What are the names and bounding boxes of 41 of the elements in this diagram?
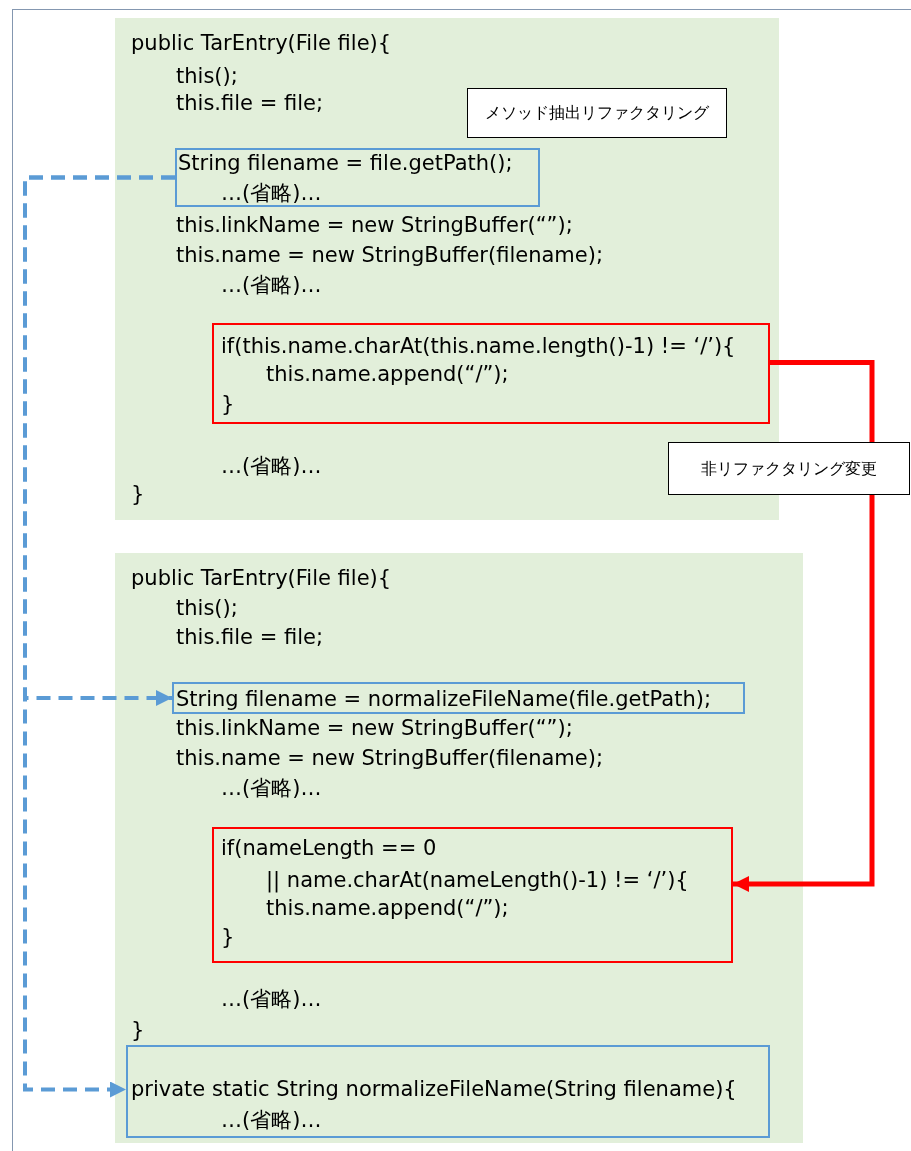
annotation-box [668,442,910,495]
code-line: this.file = file; [176,625,323,649]
code-line: private static String normalizeFileName(String filename){ [131,1077,737,1101]
annotation-box [467,88,727,138]
code-line: this(); [176,64,238,88]
code-line: this.name.append(“/”); [266,896,509,920]
code-line: this.linkName = new StringBuffer(“”); [176,213,573,237]
code-line: …(省略)… [221,1108,322,1132]
arrow [733,495,875,892]
code-line: this(); [176,596,238,620]
highlight-box [172,682,745,714]
code-line: this.name = new StringBuffer(filename); [176,243,603,267]
annotation-text: 非リファクタリング変更 [701,457,877,480]
annotation-text: メソッド抽出リファクタリング [485,102,709,124]
code-line: String filename = normalizeFileName(file.getPath); [176,687,712,711]
code-line: || name.charAt(nameLength()-1) != ‘/’){ [266,868,689,892]
code-panel [115,553,803,1143]
code-line: } [221,925,235,949]
code-line: …(省略)… [221,987,322,1011]
code-line: public TarEntry(File file){ [131,566,392,590]
code-line: …(省略)… [221,454,322,478]
code-line: …(省略)… [221,776,322,800]
code-panel [115,18,779,520]
code-line: this.linkName = new StringBuffer(“”); [176,716,573,740]
code-line: …(省略)… [221,273,322,297]
code-line: public TarEntry(File file){ [131,31,392,55]
code-line: } [221,392,235,416]
highlight-box [212,827,733,963]
code-line: if(nameLength == 0 [221,836,437,860]
code-line: this.name.append(“/”); [266,362,509,386]
code-line: …(省略)… [221,181,322,205]
code-line: this.file = file; [176,91,323,115]
highlight-box [175,148,540,207]
highlight-box [212,323,770,424]
arrow [23,175,175,1098]
code-line: } [131,482,145,506]
code-line: String filename = file.getPath(); [178,151,513,175]
code-line: if(this.name.charAt(this.name.length()-1) != ‘/’){ [221,334,736,358]
code-line: } [131,1018,145,1042]
code-line: this.name = new StringBuffer(filename); [176,746,603,770]
highlight-box [126,1045,770,1138]
